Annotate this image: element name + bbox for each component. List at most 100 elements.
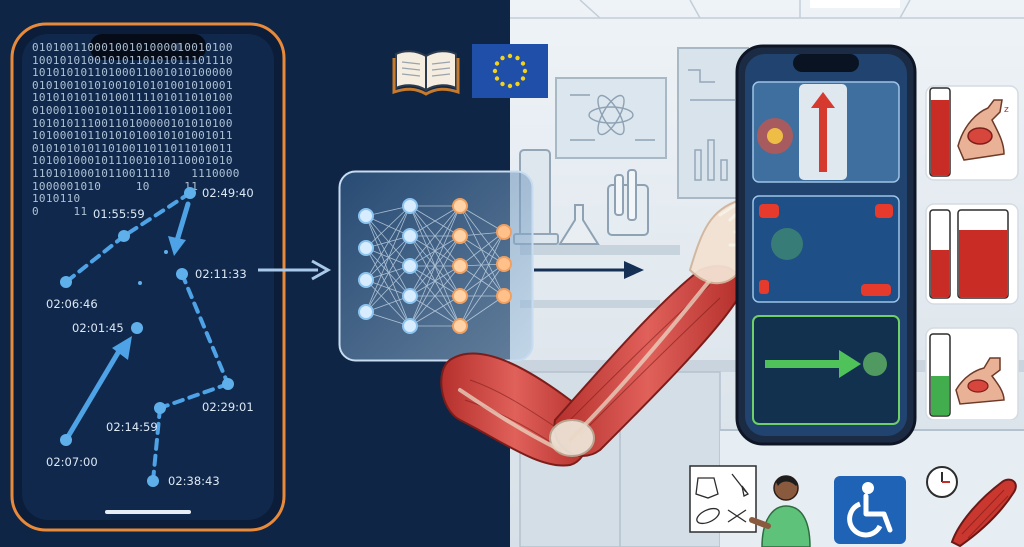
- eu-star: [500, 81, 505, 87]
- nn-edge: [365, 247, 411, 327]
- clock-icon: [924, 464, 960, 500]
- timestamp-label: 01:55:59: [93, 207, 145, 221]
- svg-text:z: z: [1004, 105, 1009, 115]
- nn-edge: [409, 205, 461, 327]
- nn-edge: [459, 235, 505, 297]
- nn-edge: [459, 263, 505, 327]
- nn-edge: [459, 205, 505, 265]
- sketch-card: [688, 464, 758, 534]
- nn-node: [496, 224, 512, 240]
- eu-star: [494, 61, 500, 66]
- nn-edge: [459, 235, 505, 265]
- track-point: [164, 250, 168, 254]
- nn-edge: [365, 247, 411, 297]
- track-point: [147, 475, 159, 487]
- nn-edge: [365, 215, 411, 327]
- eu-star: [515, 55, 520, 61]
- track-point: [222, 378, 234, 390]
- eu-star: [522, 68, 528, 74]
- arrowhead: [168, 236, 186, 256]
- flask-icon: [558, 204, 600, 245]
- timestamp-label: 02:38:43: [168, 474, 220, 488]
- trajectory-plot: [0, 0, 300, 547]
- track-point: [131, 322, 143, 334]
- nn-edge: [365, 205, 411, 281]
- nn-edge: [459, 231, 505, 267]
- eu-star: [492, 68, 498, 74]
- nn-edge: [409, 235, 461, 327]
- nn-edge: [409, 295, 461, 327]
- nn-edge: [459, 231, 505, 297]
- nn-edge: [459, 205, 505, 233]
- track-point: [60, 276, 72, 288]
- feedback-meters: z: [920, 80, 1024, 420]
- nn-edge: [409, 205, 461, 297]
- arrow-right-icon: [532, 258, 652, 282]
- feedback-phone: [735, 44, 917, 446]
- nn-node: [496, 256, 512, 272]
- nn-edge: [409, 265, 461, 327]
- track-point: [176, 268, 188, 280]
- researcher-figure: [748, 470, 818, 547]
- nn-edge: [365, 265, 411, 313]
- nn-edge: [365, 205, 411, 249]
- arm-flex-icon: [955, 357, 1005, 405]
- track-point: [60, 434, 72, 446]
- binary-stream: 01010011000100101000010010100 1001010100…: [32, 41, 240, 218]
- eu-star: [520, 61, 526, 66]
- nn-node: [452, 228, 468, 244]
- nn-node: [402, 288, 418, 304]
- eu-star: [507, 53, 513, 59]
- eu-star: [494, 76, 500, 81]
- track-point: [184, 187, 196, 199]
- eu-star: [507, 83, 513, 89]
- nn-edge: [365, 235, 411, 313]
- track-point: [138, 281, 142, 285]
- nn-node: [402, 318, 418, 334]
- nn-node: [358, 272, 374, 288]
- nn-node: [402, 228, 418, 244]
- nn-edge: [365, 215, 411, 267]
- neural-network-icon: [338, 170, 534, 362]
- nn-node: [402, 198, 418, 214]
- timestamp-label: 02:06:46: [46, 297, 98, 311]
- eu-flag-icon: [472, 44, 548, 98]
- eu-star: [515, 81, 520, 87]
- nn-edge: [409, 205, 461, 267]
- nn-edge: [459, 205, 505, 297]
- arm-flex-icon: z: [957, 99, 1009, 161]
- arrow-right-icon: [256, 258, 336, 282]
- nn-edge: [409, 205, 461, 237]
- nn-edge: [365, 205, 411, 313]
- nn-node: [358, 240, 374, 256]
- nn-edge: [459, 231, 505, 327]
- timestamp-label: 02:14:59: [106, 420, 158, 434]
- nn-node: [402, 258, 418, 274]
- timestamp-label: 02:01:45: [72, 321, 124, 335]
- nn-edge: [459, 265, 505, 297]
- tracking-phone: [10, 22, 286, 532]
- nn-node: [496, 288, 512, 304]
- wheelchair-icon: [832, 474, 908, 544]
- muscle-icon: [944, 470, 1024, 547]
- nn-node: [358, 208, 374, 224]
- track-point: [154, 402, 166, 414]
- track-point: [118, 230, 130, 242]
- eu-star: [520, 76, 526, 81]
- timestamp-label: 02:11:33: [195, 267, 247, 281]
- timestamp-label: 02:49:40: [202, 186, 254, 200]
- nn-edge: [459, 263, 505, 297]
- nn-edge: [365, 279, 411, 327]
- nn-node: [452, 258, 468, 274]
- direction-arrow: [63, 201, 191, 443]
- nn-node: [358, 304, 374, 320]
- nn-node: [452, 198, 468, 214]
- arrowhead: [112, 336, 132, 360]
- book-icon: [392, 44, 460, 96]
- nn-edge: [365, 215, 411, 237]
- timestamp-label: 02:29:01: [202, 400, 254, 414]
- eu-star: [500, 55, 505, 61]
- timestamp-label: 02:07:00: [46, 455, 98, 469]
- nn-node: [452, 318, 468, 334]
- nn-node: [452, 288, 468, 304]
